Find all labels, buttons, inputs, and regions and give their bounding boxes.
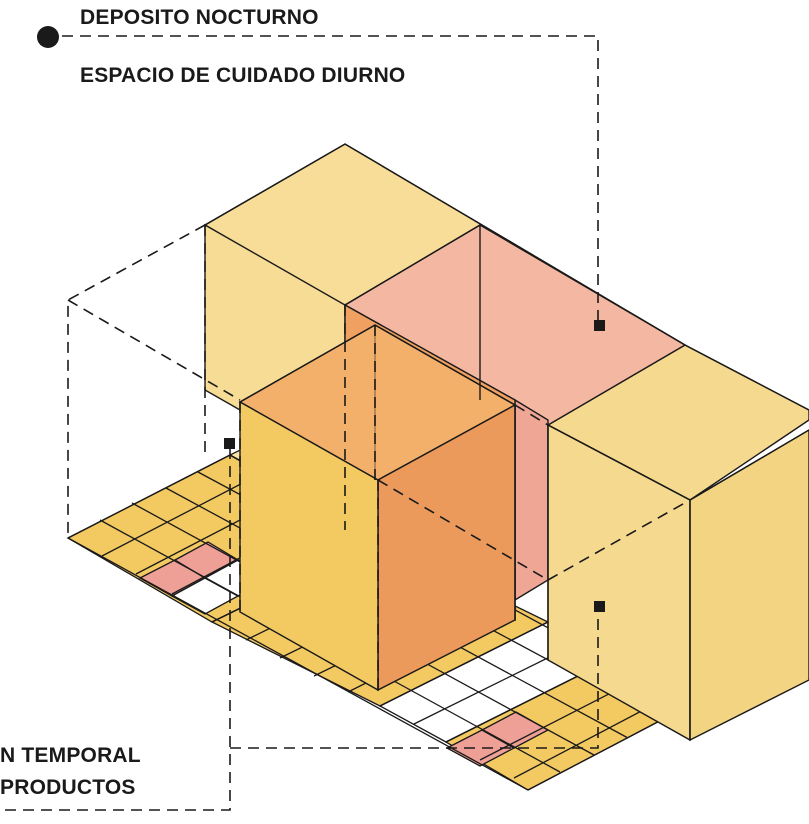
back-block: [203, 143, 809, 742]
front-block-face: [239, 400, 379, 692]
bullet-dot: [37, 26, 59, 48]
dashed-outlines: [0, 35, 691, 811]
marker-square: [224, 438, 235, 449]
marker-square: [594, 601, 605, 612]
label-temporary-line2: PRODUCTOS: [0, 776, 136, 799]
label-night-storage: DEPOSITO NOCTURNO: [80, 6, 319, 29]
label-temporary-line1: N TEMPORAL: [0, 744, 141, 767]
pink-wall-lower: [514, 398, 549, 602]
label-day-care-space: ESPACIO DE CUIDADO DIURNO: [80, 64, 406, 87]
orange-volume: [238, 303, 517, 692]
marker-square: [594, 320, 605, 331]
cube-edges: [204, 143, 809, 740]
front-block: [239, 400, 379, 692]
